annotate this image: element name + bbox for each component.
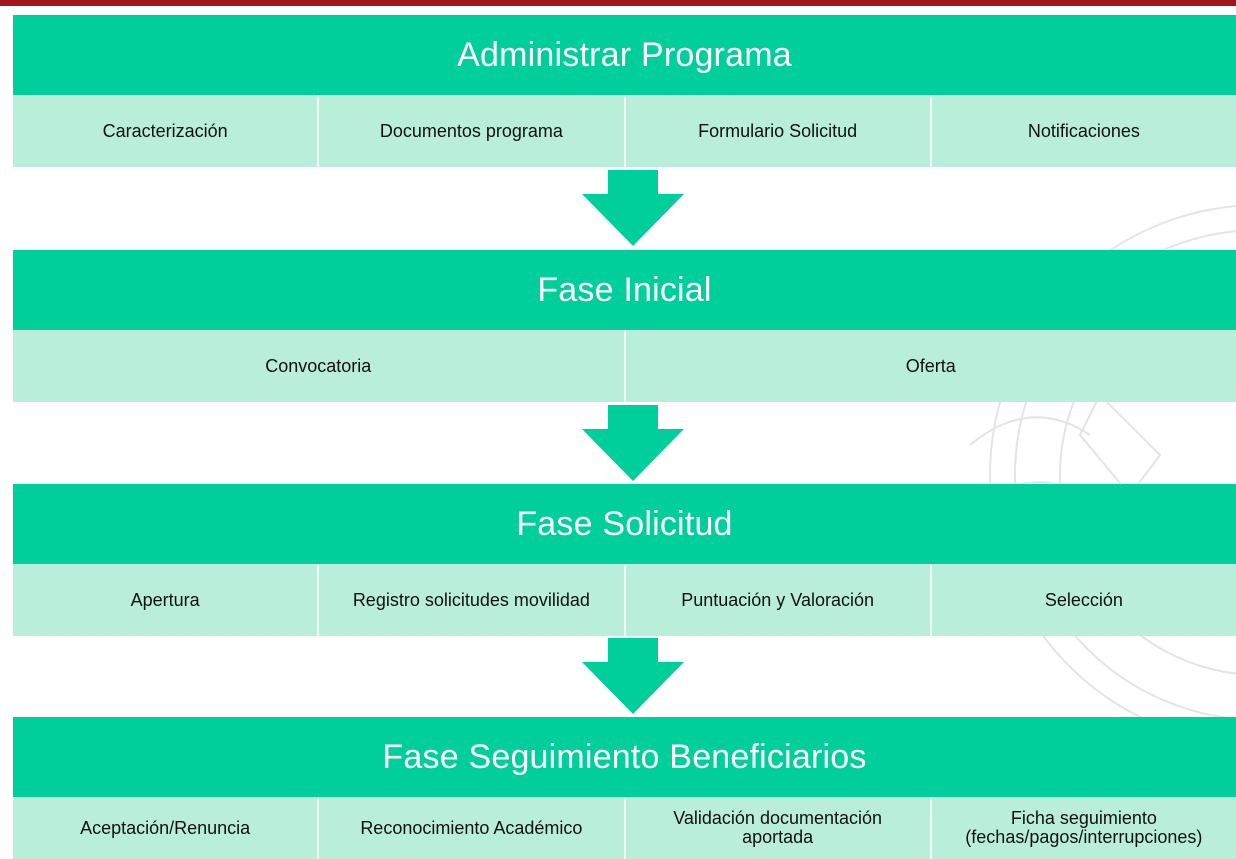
items-row: Aceptación/Renuncia Reconocimiento Acadé… <box>13 797 1236 859</box>
item-formulario-solicitud: Formulario Solicitud <box>625 95 932 167</box>
item-validacion-documentacion: Validación documentación aportada <box>625 797 932 859</box>
section-title: Fase Inicial <box>13 250 1236 330</box>
down-arrow-icon <box>582 638 684 714</box>
section-title: Fase Solicitud <box>13 484 1236 564</box>
item-puntuacion-valoracion: Puntuación y Valoración <box>625 564 932 636</box>
section-title: Fase Seguimiento Beneficiarios <box>13 717 1236 797</box>
item-ficha-seguimiento: Ficha seguimiento (fechas/pagos/interrup… <box>931 797 1236 859</box>
section-title: Administrar Programa <box>13 15 1236 95</box>
section-fase-solicitud: Fase Solicitud Apertura Registro solicit… <box>13 484 1236 636</box>
item-oferta: Oferta <box>625 330 1236 402</box>
down-arrow-icon <box>582 405 684 481</box>
section-fase-inicial: Fase Inicial Convocatoria Oferta <box>13 250 1236 402</box>
item-convocatoria: Convocatoria <box>13 330 626 402</box>
item-apertura: Apertura <box>13 564 320 636</box>
item-registro-solicitudes: Registro solicitudes movilidad <box>319 564 626 636</box>
item-aceptacion-renuncia: Aceptación/Renuncia <box>13 797 320 859</box>
item-reconocimiento-academico: Reconocimiento Académico <box>319 797 626 859</box>
item-documentos-programa: Documentos programa <box>319 95 626 167</box>
items-row: Caracterización Documentos programa Form… <box>13 95 1236 167</box>
item-notificaciones: Notificaciones <box>931 95 1236 167</box>
section-administrar-programa: Administrar Programa Caracterización Doc… <box>13 15 1236 167</box>
items-row: Apertura Registro solicitudes movilidad … <box>13 564 1236 636</box>
item-caracterizacion: Caracterización <box>13 95 320 167</box>
items-row: Convocatoria Oferta <box>13 330 1236 402</box>
item-seleccion: Selección <box>931 564 1236 636</box>
top-bar <box>0 0 1236 6</box>
section-fase-seguimiento: Fase Seguimiento Beneficiarios Aceptació… <box>13 717 1236 859</box>
down-arrow-icon <box>582 170 684 246</box>
